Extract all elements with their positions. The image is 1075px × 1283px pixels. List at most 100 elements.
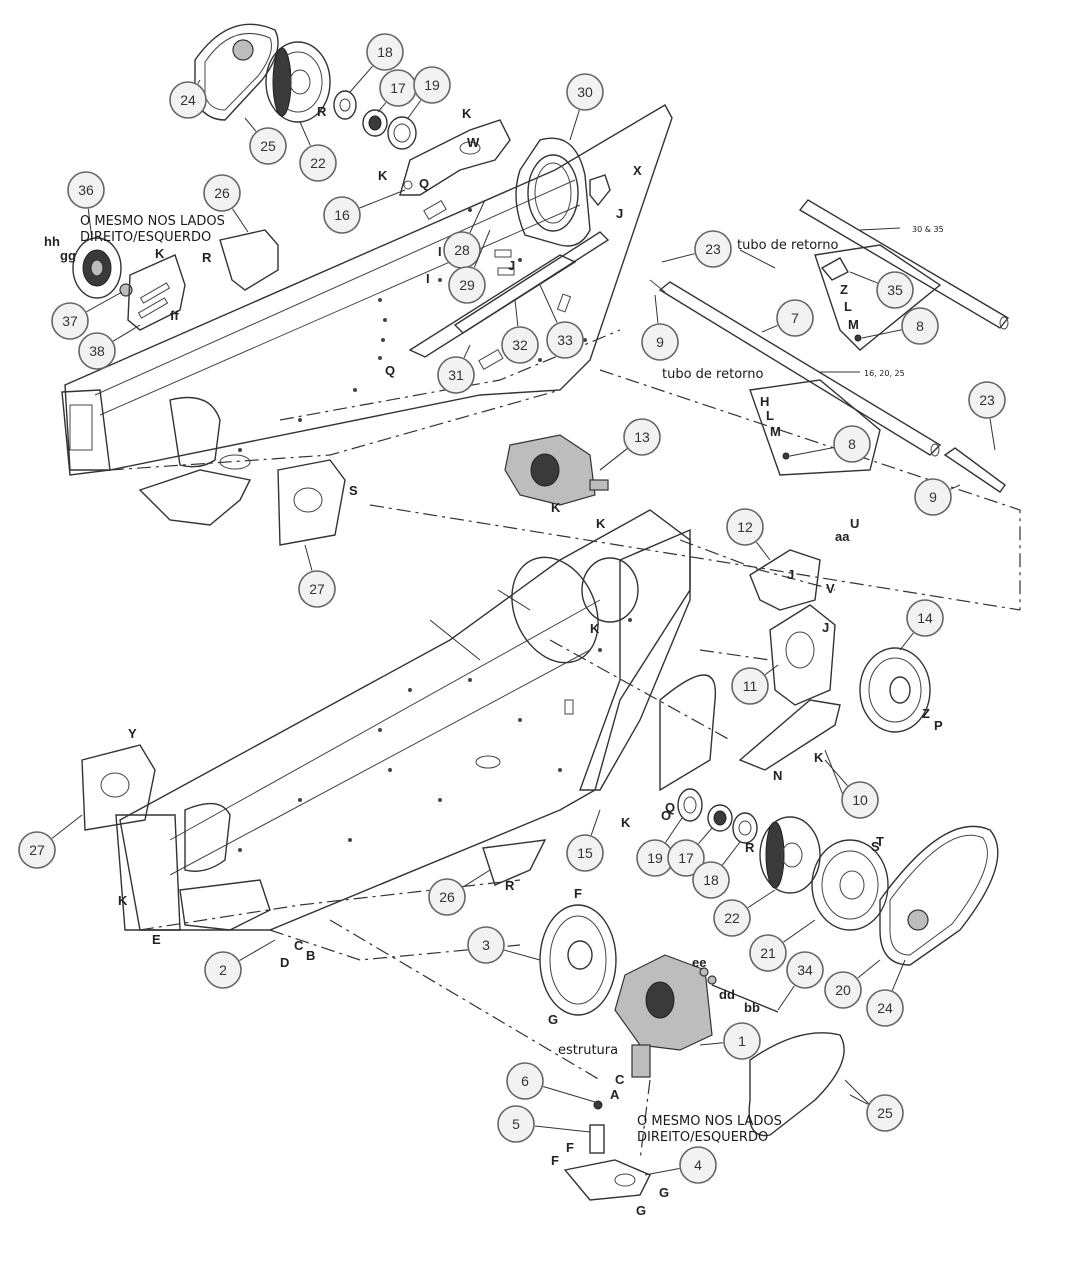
line-art <box>61 23 1021 1201</box>
callout-c17a: 17 <box>377 69 417 113</box>
callout-bubble <box>18 831 56 869</box>
callout-leader <box>377 102 387 113</box>
letter-label: K <box>596 516 606 531</box>
callout-leader <box>473 229 491 268</box>
callout-bubble <box>448 266 486 304</box>
letter-label: R <box>317 104 327 119</box>
note-frame: estrutura <box>558 1043 618 1058</box>
callout-bubble <box>713 899 751 937</box>
letter-label: W <box>467 135 480 150</box>
letter-label: gg <box>60 248 76 263</box>
callout-c25b: 25 <box>849 1094 904 1132</box>
callout-number: 19 <box>647 850 663 866</box>
callout-leader <box>87 208 93 241</box>
callout-leader <box>849 1094 869 1105</box>
letter-label: A <box>610 1087 620 1102</box>
callout-bubble <box>786 951 824 989</box>
letter-label: B <box>306 948 315 963</box>
callout-number: 35 <box>887 282 903 298</box>
callout-number: 9 <box>656 334 664 350</box>
callout-bubble <box>841 781 879 819</box>
letter-label: F <box>574 886 582 901</box>
callout-c32: 32 <box>501 299 539 364</box>
callout-number: 18 <box>703 872 719 888</box>
letter-label: I <box>426 271 430 286</box>
letter-label: Q <box>665 800 675 815</box>
note-return-tube-1: tubo de retorno <box>737 238 839 253</box>
callout-leader <box>463 344 471 358</box>
callout-leader <box>197 79 201 84</box>
callout-bubble <box>366 33 404 71</box>
letter-label: C <box>615 1072 625 1087</box>
callout-number: 21 <box>760 945 776 961</box>
note-same-sides-bottom-line2: DIREITO/ESQUERDO <box>637 1130 768 1145</box>
callout-leader <box>989 418 996 451</box>
letter-label: M <box>848 317 859 332</box>
callout-c10: 10 <box>824 759 879 819</box>
callout-leader <box>950 484 961 490</box>
callout-bubble <box>876 271 914 309</box>
letter-label: F <box>566 1140 574 1155</box>
letter-label: V <box>826 581 835 596</box>
letter-label: J <box>822 620 829 635</box>
callout-number: 24 <box>877 1000 893 1016</box>
letter-label: R <box>505 878 515 893</box>
callout-c15: 15 <box>566 809 604 872</box>
callout-c7: 7 <box>761 299 814 337</box>
callout-leader <box>86 291 123 313</box>
callout-number: 17 <box>390 80 406 96</box>
callout-leader <box>569 109 580 141</box>
callout-leader <box>51 814 83 839</box>
callout-leader <box>783 919 816 943</box>
callout-number: 24 <box>180 92 196 108</box>
letter-label: K <box>551 500 561 515</box>
callout-bubble <box>566 834 604 872</box>
callout-c1: 1 <box>699 1022 761 1060</box>
letter-label: Q <box>385 363 395 378</box>
callout-number: 29 <box>459 277 475 293</box>
letter-label: T <box>876 834 884 849</box>
note-dim-a: 30 & 35 <box>912 225 944 234</box>
callout-leader <box>849 271 878 284</box>
callout-c36: 36 <box>67 171 105 241</box>
callout-number: 9 <box>929 489 937 505</box>
letter-label: Q <box>419 176 429 191</box>
callout-c4: 4 <box>644 1146 717 1184</box>
letter-label: S <box>349 483 358 498</box>
callout-leader <box>644 1168 680 1176</box>
letter-label: K <box>378 168 388 183</box>
callout-c27b: 27 <box>18 814 83 869</box>
callout-bubble <box>204 951 242 989</box>
callout-c24a: 24 <box>169 79 207 119</box>
callout-leader <box>891 959 906 991</box>
callout-c17b: 17 <box>667 827 713 877</box>
callout-leader <box>469 199 486 233</box>
letter-label: K <box>814 750 824 765</box>
letter-label: Z <box>840 282 848 297</box>
callout-c26a: 26 <box>203 174 249 233</box>
callout-number: 34 <box>797 962 813 978</box>
shields-27 <box>81 459 547 886</box>
letter-label: G <box>659 1185 669 1200</box>
callout-number: 30 <box>577 84 593 100</box>
callout-bubble <box>169 81 207 119</box>
callout-leader <box>899 632 914 651</box>
callout-bubble <box>833 425 871 463</box>
callout-number: 18 <box>377 44 393 60</box>
callout-leader <box>654 294 659 324</box>
callout-c19b: 19 <box>636 817 683 877</box>
callout-number: 6 <box>521 1073 529 1089</box>
callout-c2: 2 <box>204 939 276 989</box>
letter-label: J <box>508 258 515 273</box>
letter-label: ee <box>692 955 706 970</box>
callout-bubble <box>299 144 337 182</box>
callout-number: 31 <box>448 367 464 383</box>
callout-leader <box>599 448 628 471</box>
callout-c8a: 8 <box>861 307 939 345</box>
callout-number: 4 <box>694 1157 702 1173</box>
callout-number: 25 <box>877 1105 893 1121</box>
callout-c18a: 18 <box>349 33 404 93</box>
callout-leader <box>239 939 276 961</box>
callout-leader <box>698 827 713 844</box>
